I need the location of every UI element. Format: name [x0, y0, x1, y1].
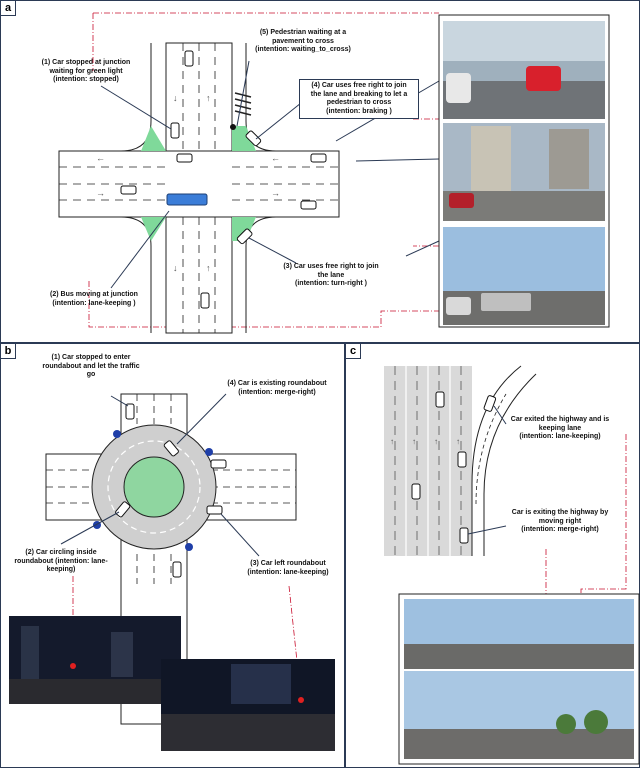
panel-a: a	[0, 0, 640, 343]
panel-b: b	[0, 343, 345, 768]
panel-label-c: c	[346, 344, 361, 359]
svg-text:↓: ↓	[173, 263, 178, 273]
panel-label-a: a	[1, 1, 16, 16]
svg-text:↑: ↑	[456, 437, 460, 446]
svg-text:←: ←	[96, 153, 105, 163]
callout-b3: (3) Car left roundabout(intention: lane-…	[247, 560, 329, 576]
roundabout-diagram	[9, 393, 335, 751]
callout-a2: (2) Bus moving at junction(intention: la…	[50, 291, 138, 307]
panel-c: c ↑ ↑ ↑ ↑	[345, 343, 640, 768]
svg-text:↑: ↑	[434, 437, 438, 446]
junction-diagram: ↓ ↑ ↓ ↑ ← ← → →	[58, 12, 610, 334]
svg-text:↑: ↑	[412, 437, 416, 446]
callout-b4: (4) Car is existing roundabout(intention…	[227, 380, 327, 396]
svg-text:→: →	[96, 188, 105, 198]
svg-text:↑: ↑	[206, 93, 211, 103]
bus	[166, 193, 208, 206]
svg-text:↑: ↑	[206, 263, 211, 273]
highway-diagram: ↑ ↑ ↑ ↑	[384, 365, 640, 765]
panel-label-b: b	[1, 344, 16, 359]
svg-text:→: →	[271, 188, 280, 198]
svg-text:↑: ↑	[390, 437, 394, 446]
svg-text:←: ←	[271, 153, 280, 163]
svg-text:↓: ↓	[173, 93, 178, 103]
